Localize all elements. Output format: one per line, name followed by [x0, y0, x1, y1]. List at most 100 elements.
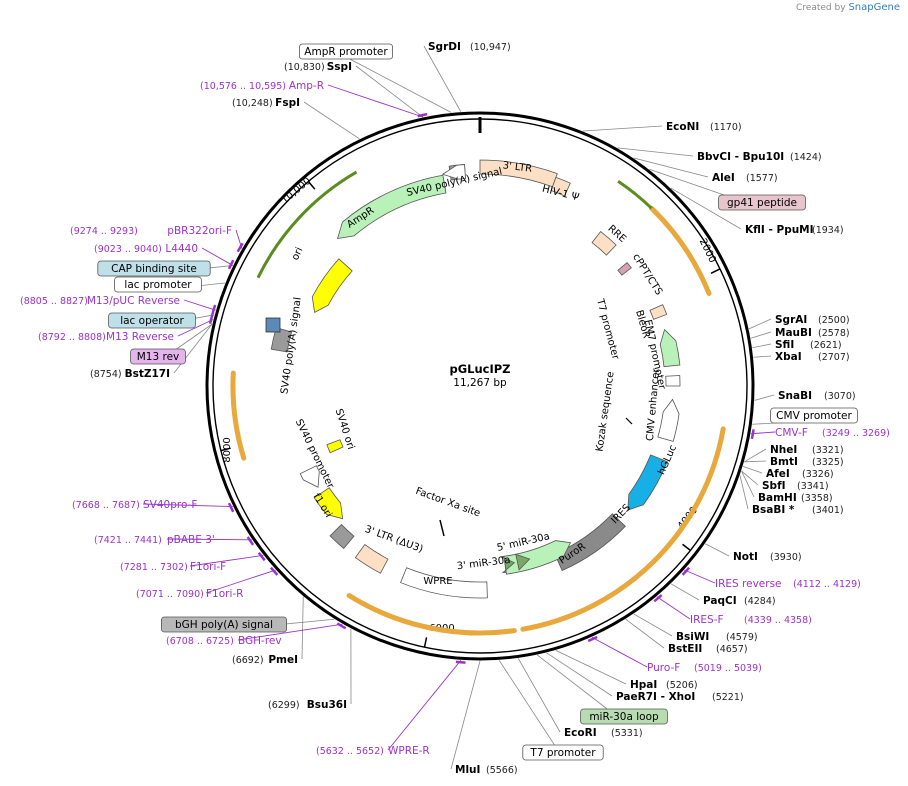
feature-sv40-ori[interactable]	[326, 439, 344, 454]
site-nhei[interactable]: NheI(3321)	[770, 444, 844, 456]
site-bmti[interactable]: BmtI(3325)	[770, 456, 844, 468]
plasmid-length: 11,267 bp	[453, 377, 507, 389]
box-label-m13-rev[interactable]: M13 rev	[130, 348, 186, 365]
box-label-lac-promoter[interactable]: lac promoter	[114, 276, 202, 293]
site-sgrdi[interactable]: SgrDI(10,947)	[428, 41, 511, 53]
primer-name: pBR322ori-F	[167, 225, 232, 237]
site-hpai[interactable]: HpaI(5206)	[630, 679, 698, 691]
site-alei[interactable]: AleI(1577)	[712, 172, 778, 184]
site-paqci[interactable]: PaqCI(4284)	[703, 595, 776, 607]
feature-ampr-promoter[interactable]	[441, 164, 466, 180]
primer-f1ori-r[interactable]: F1ori-R(7071 .. 7090)	[136, 588, 243, 600]
site-leader	[582, 125, 663, 132]
site-sgrai[interactable]: SgrAI(2500)	[775, 314, 850, 326]
box-label-lac-operator[interactable]: lac operator	[108, 312, 196, 329]
feature-em7-promoter[interactable]	[665, 375, 681, 387]
feature-cppt-cts[interactable]	[649, 304, 668, 320]
site-name: BmtI	[770, 456, 798, 468]
site-name: BstZ17I	[125, 368, 170, 380]
primer-m13-reverse[interactable]: M13 Reverse(8792 .. 8808)	[38, 331, 174, 343]
feature-gp41-peptide[interactable]	[617, 262, 632, 276]
primer-name: BGH-rev	[238, 635, 282, 647]
site-bsteii[interactable]: BstEII(4657)	[668, 643, 748, 655]
feature-ori[interactable]	[311, 258, 353, 313]
site-bsiwi[interactable]: BsiWI(4579)	[676, 631, 758, 643]
site-bsu36i[interactable]: Bsu36I(6299)	[268, 699, 347, 711]
site-sfii[interactable]: SfiI(2621)	[775, 339, 842, 351]
box-label-ampr-promoter[interactable]: AmpR promoter	[298, 43, 393, 60]
feature-sv40-promoter[interactable]	[299, 465, 320, 488]
site-xbai[interactable]: XbaI(2707)	[775, 351, 850, 363]
site-maubi[interactable]: MauBI(2578)	[775, 327, 850, 339]
feature-wpre[interactable]	[400, 567, 488, 599]
primer-m13-puc-reverse[interactable]: M13/pUC Reverse(8805 .. 8827)	[20, 295, 180, 307]
primer-f1ori-f[interactable]: F1ori-F(7281 .. 7302)	[120, 561, 226, 573]
box-label-mir-30a-loop[interactable]: miR-30a loop	[580, 708, 668, 725]
primer-sv40pro-f[interactable]: SV40pro-F(7668 .. 7687)	[72, 499, 197, 511]
site-snabi[interactable]: SnaBI(3070)	[778, 390, 856, 402]
site-fspi[interactable]: FspI(10,248)	[232, 97, 300, 109]
site-econi[interactable]: EcoNI(1170)	[666, 121, 742, 133]
site-leader	[705, 543, 730, 557]
feature-bleor[interactable]	[659, 328, 681, 368]
primer-position: (4112 .. 4129)	[793, 579, 861, 590]
primer-name: M13 Reverse	[106, 331, 174, 343]
box-label-cmv-promoter[interactable]: CMV promoter	[770, 407, 858, 424]
feature-label-cppt-cts: cPPT/CTS	[630, 252, 664, 297]
site-mlui[interactable]: MluI(5566)	[455, 764, 518, 776]
site-sbfi[interactable]: SbfI(3341)	[762, 480, 829, 492]
site-bsabi[interactable]: BsaBI *(3401)	[752, 504, 844, 516]
site-position: (1424)	[790, 152, 822, 163]
feature-cmv-enhancer[interactable]	[657, 398, 680, 442]
site-kfli-ppumi[interactable]: KflI - PpuMI(1934)	[745, 224, 844, 236]
site-name: PmeI	[268, 654, 298, 666]
feature-hiv1-psi[interactable]	[550, 176, 571, 197]
site-paer7i-xhoi[interactable]: PaeR7I - XhoI(5221)	[616, 691, 744, 703]
primer-binding-arrow	[455, 660, 466, 664]
primer-cmv-f[interactable]: CMV-F(3249 .. 3269)	[775, 427, 890, 439]
site-name: NotI	[733, 551, 758, 563]
feature-sv40-polya-left[interactable]	[270, 327, 293, 353]
box-label-bg	[718, 194, 806, 211]
feature-f1-ori[interactable]	[313, 487, 344, 520]
feature-3prime-mir30a[interactable]	[499, 555, 516, 574]
site-bbvci-bpu10i[interactable]: BbvCI - Bpu10I(1424)	[697, 151, 822, 163]
primer-puro-f[interactable]: Puro-F(5019 .. 5039)	[647, 662, 762, 674]
box-label-bg	[160, 616, 287, 633]
site-bamhi[interactable]: BamHI(3358)	[758, 492, 833, 504]
site-position: (8754)	[90, 369, 122, 380]
primer-binding-arrow	[236, 242, 244, 253]
box-label-t7-promoter[interactable]: T7 promoter	[522, 744, 604, 761]
feature-rre[interactable]	[591, 230, 617, 256]
primer-position: (7071 .. 7090)	[136, 589, 204, 600]
primer-amp-r[interactable]: Amp-R(10,576 .. 10,595)	[200, 80, 324, 92]
box-label-bg	[298, 43, 393, 60]
primer-wpre-r[interactable]: WPRE-R(5632 .. 5652)	[316, 745, 430, 757]
primer-pbr322ori-f[interactable]: pBR322ori-F(9274 .. 9293)	[70, 225, 232, 237]
site-leader	[752, 343, 772, 349]
site-position: (3070)	[824, 391, 856, 402]
site-noti[interactable]: NotI(3930)	[733, 551, 802, 563]
primer-bgh-rev[interactable]: BGH-rev(6708 .. 6725)	[166, 635, 282, 647]
feature-5prime-mir30a[interactable]	[515, 553, 531, 571]
site-ecori[interactable]: EcoRI(5331)	[564, 727, 643, 739]
primer-binding-arrow	[653, 594, 663, 603]
feature-hgluc[interactable]	[627, 454, 668, 511]
feature-3prime-ltr-du3[interactable]	[354, 544, 389, 574]
site-name: FspI	[275, 97, 300, 109]
tick-mark	[682, 543, 691, 551]
primer-l4440[interactable]: L4440(9023 .. 9040)	[94, 243, 198, 255]
primer-ires-reverse[interactable]: IRES reverse(4112 .. 4129)	[715, 578, 861, 590]
primer-ires-f[interactable]: IRES-F(4339 .. 4358)	[690, 614, 812, 626]
primer-pbabe-3[interactable]: pBABE 3'(7421 .. 7441)	[94, 534, 215, 546]
box-label-bgh-poly-a-signal[interactable]: bGH poly(A) signal	[160, 616, 287, 633]
site-sspi[interactable]: SspI(10,830)	[284, 61, 352, 73]
site-bstz17i[interactable]: BstZ17I(8754)	[90, 368, 170, 380]
site-pmei[interactable]: PmeI(6692)	[232, 654, 298, 666]
box-label-cap-binding-site[interactable]: CAP binding site	[97, 260, 211, 277]
feature-ampr[interactable]	[337, 174, 447, 240]
box-label-gp41-peptide[interactable]: gp41 peptide	[718, 194, 806, 211]
feature-sv40-polya-lower[interactable]	[329, 524, 355, 549]
site-afei[interactable]: AfeI(3326)	[766, 468, 834, 480]
site-leader	[625, 618, 665, 649]
